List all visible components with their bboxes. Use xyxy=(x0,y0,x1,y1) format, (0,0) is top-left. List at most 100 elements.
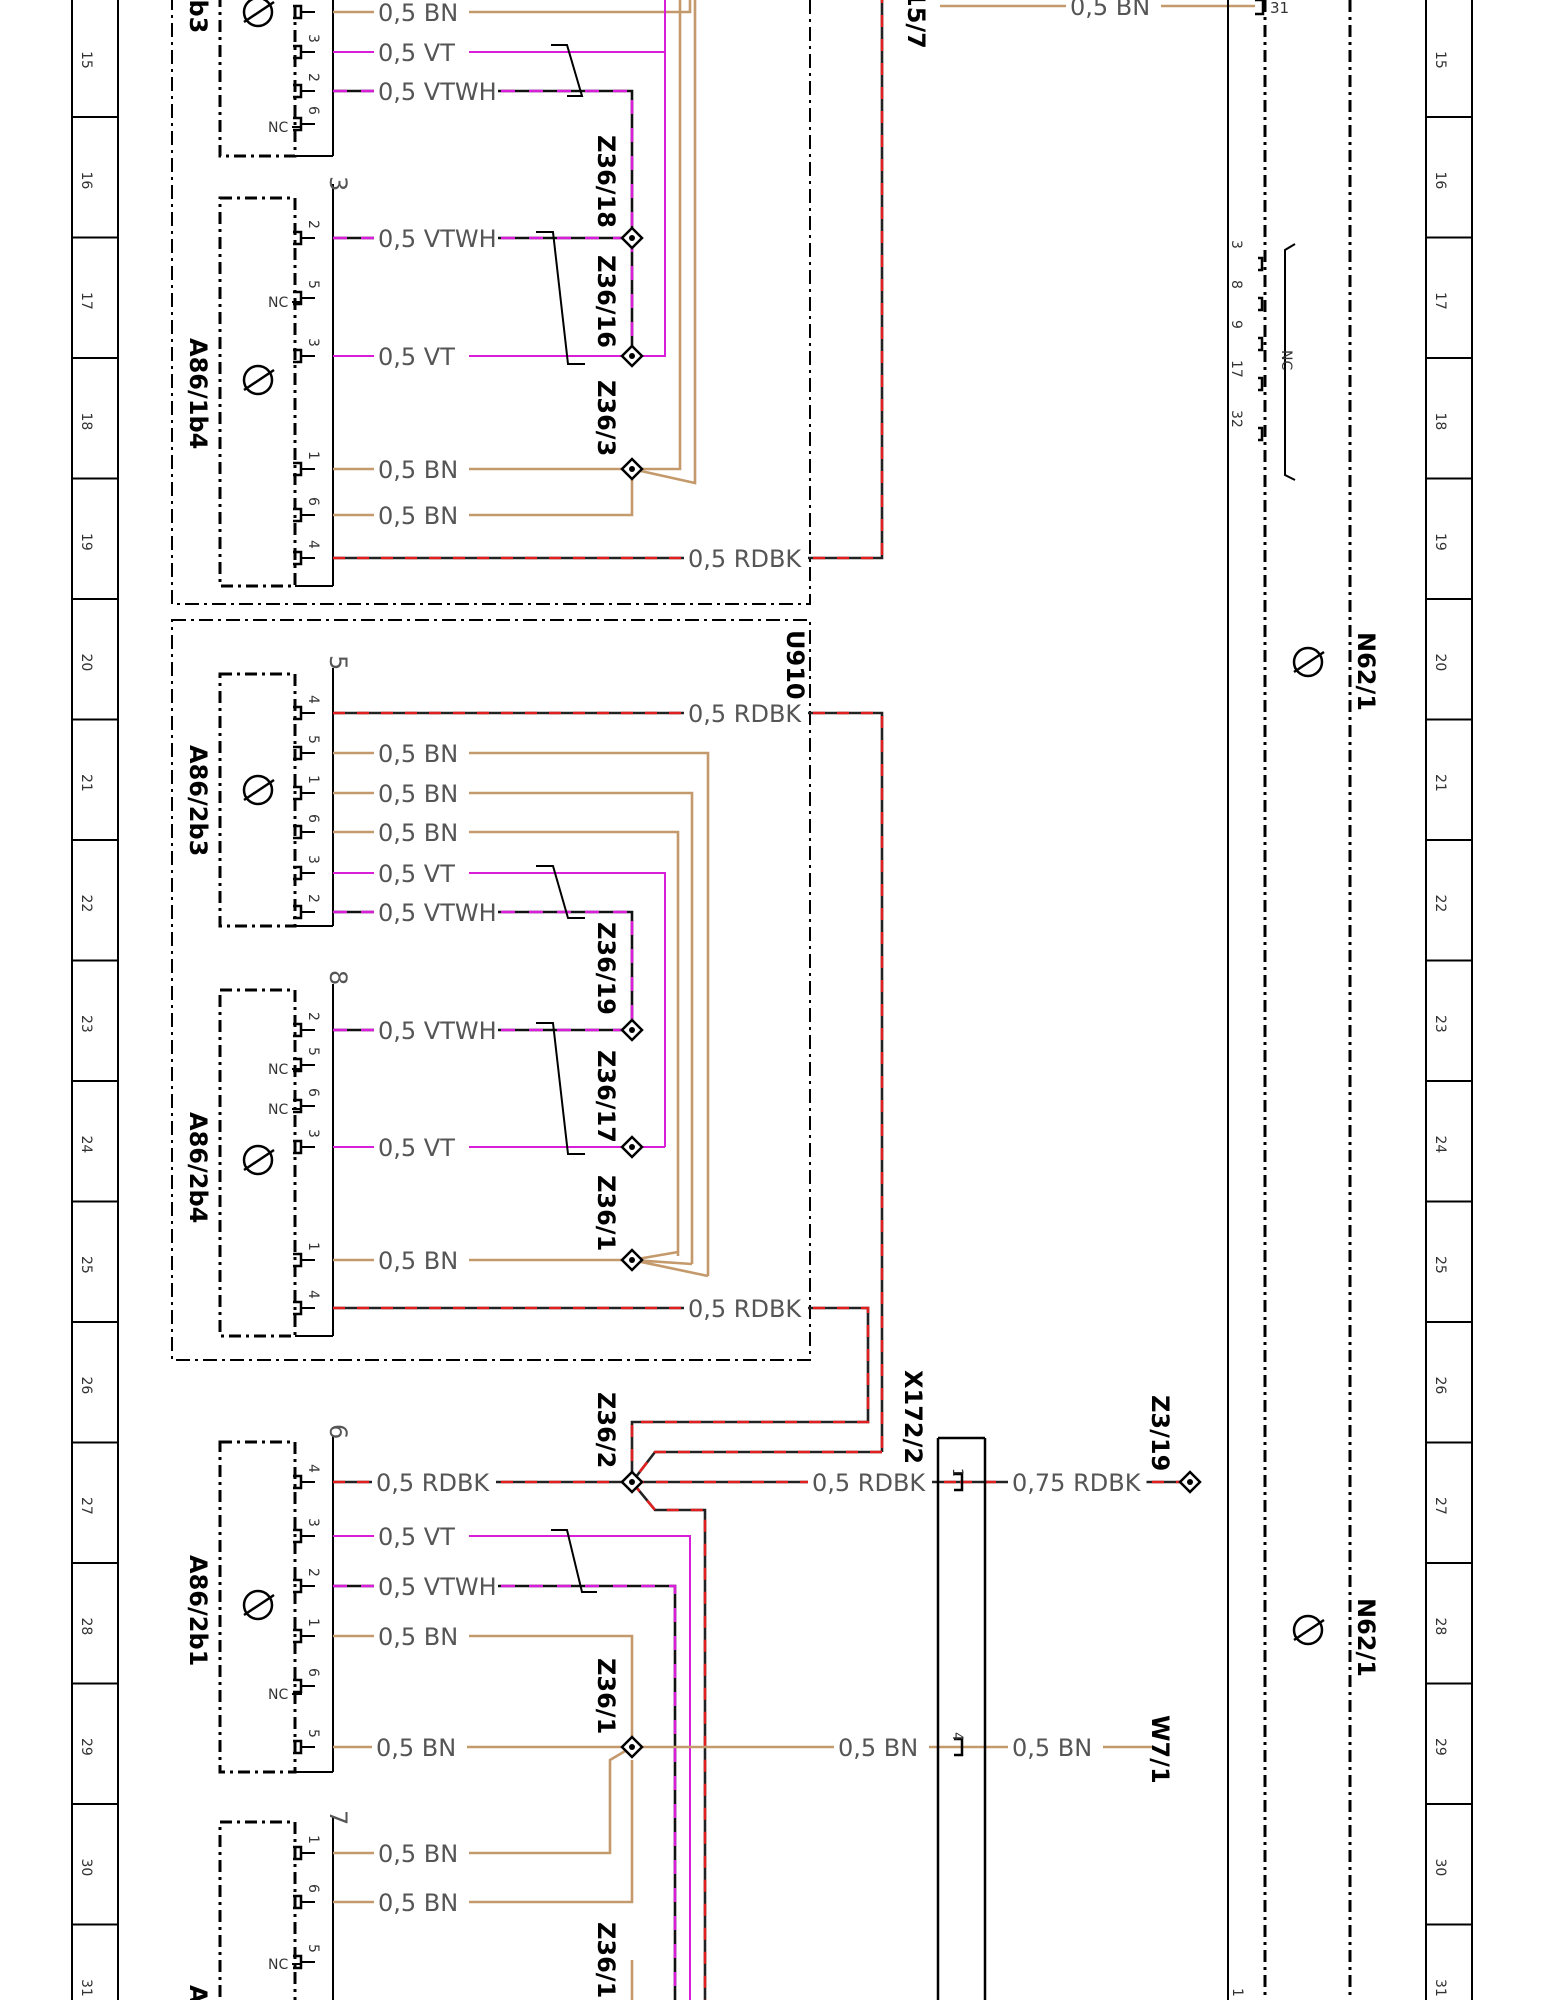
x172-pin-bottom: 1 xyxy=(1229,1988,1245,1997)
splice-z36-19: Z36/19 xyxy=(592,922,620,1015)
component-a86-2b1: A86/2b1 xyxy=(184,1555,212,1666)
pin-number: 5 xyxy=(305,735,321,744)
ruler-number: 26 xyxy=(78,1377,94,1395)
wire-label: 0,5 VT xyxy=(378,860,455,888)
wire-label: 0,5 BN xyxy=(378,819,458,847)
ruler-number: 16 xyxy=(78,172,94,190)
n62-pin-symbol xyxy=(1258,376,1264,392)
ruler-number: 17 xyxy=(78,292,94,310)
ruler-number: 22 xyxy=(1432,895,1448,913)
wire-label: 0,5 BN xyxy=(378,1247,458,1275)
wire-label-bg xyxy=(374,1839,469,1865)
wire-label: 0,5 RDBK xyxy=(688,545,802,573)
wire-label: 0,5 VT xyxy=(378,1134,455,1162)
wire-label: 0,5 BN xyxy=(378,1889,458,1917)
splice-dot xyxy=(629,1144,635,1150)
component-n62-1-top: N62/1 xyxy=(1352,632,1380,711)
wire-label-bg xyxy=(374,818,469,844)
ruler-number: 29 xyxy=(78,1738,94,1756)
ruler-number: 19 xyxy=(78,533,94,551)
wire-label-bg xyxy=(1008,1468,1147,1494)
wire-label: 0,5 BN xyxy=(1070,0,1150,21)
ruler-number: 15 xyxy=(78,51,94,69)
u910-label: U910 xyxy=(781,630,809,700)
pin-number: 1 xyxy=(305,775,321,784)
wire-label-bg xyxy=(374,1016,498,1042)
wire-label: 0,5 BN xyxy=(378,780,458,808)
connector-number-7: 7 xyxy=(324,1810,352,1825)
wire-label: 0,5 RDBK xyxy=(688,700,802,728)
wire-label-bg xyxy=(374,1246,469,1272)
wire-bn xyxy=(631,1258,709,1278)
ruler-number: 15 xyxy=(1432,51,1448,69)
ruler-number: 29 xyxy=(1432,1738,1448,1756)
u910-upper-box xyxy=(171,0,811,605)
component-x172-2: X172/2 xyxy=(899,1370,927,1464)
u910-lower-box xyxy=(171,619,811,1361)
ruler-number: 28 xyxy=(1432,1618,1448,1636)
wire-vtwh-stripe xyxy=(333,89,634,238)
component-n62-1-bottom: N62/1 xyxy=(1352,1598,1380,1677)
wire-label-bg xyxy=(374,224,498,250)
pin-number: 2 xyxy=(305,73,321,82)
wire-label-bg xyxy=(374,1522,469,1548)
pin-number: 3 xyxy=(305,855,321,864)
wire-label: 0,5 VTWH xyxy=(378,225,497,253)
wire-black xyxy=(551,44,584,97)
wire-black xyxy=(536,231,585,365)
wire-label: 0,5 BN xyxy=(378,1840,458,1868)
wire-label: 0,75 RDBK xyxy=(1012,1469,1142,1497)
ruler-number: 30 xyxy=(78,1859,94,1877)
wire-label-bg xyxy=(684,544,808,570)
pin-number: 3 xyxy=(305,1518,321,1527)
pin-number: 5 xyxy=(305,280,321,289)
ruler-number: 31 xyxy=(78,1979,94,1997)
splice-z36-16: Z36/16 xyxy=(592,255,620,348)
wire-label-bg xyxy=(374,898,498,924)
splice-dot xyxy=(629,353,635,359)
wire-label-bg xyxy=(374,779,469,805)
n62-pin-number: 3 xyxy=(1228,240,1244,249)
pin-number: 5 xyxy=(305,1729,321,1738)
wire-vtwh-stripe xyxy=(333,910,634,1030)
ruler-number: 24 xyxy=(78,1136,94,1154)
wire-label-bg xyxy=(374,1888,469,1914)
component-w7-1: W7/1 xyxy=(1146,1715,1174,1784)
n62-pin-symbol xyxy=(1258,296,1264,312)
wire-label: 0,5 VT xyxy=(378,39,455,67)
n62-pin31-symbol xyxy=(1255,0,1265,16)
wire-bn xyxy=(333,1760,634,1904)
wire-label: 0,5 BN xyxy=(378,1623,458,1651)
wire-label-bg xyxy=(374,77,498,103)
component-a86-2b4: A86/2b4 xyxy=(184,1112,212,1223)
nc-label: NC xyxy=(268,1687,288,1703)
wire-rdbk xyxy=(630,1481,707,2000)
wire-label: 0,5 VTWH xyxy=(378,899,497,927)
n62-nc-bracket xyxy=(1284,243,1296,481)
connector-number-3: 3 xyxy=(324,176,352,191)
wire-label: 0,5 VT xyxy=(378,1523,455,1551)
pin-number: 5 xyxy=(305,1944,321,1953)
wire-label-bg xyxy=(684,699,808,725)
splice-dot xyxy=(1187,1479,1193,1485)
splice-z36-3: Z36/3 xyxy=(592,380,620,456)
pin-number: 1 xyxy=(305,451,321,460)
pin-number: 1 xyxy=(305,1835,321,1844)
ruler-number: 30 xyxy=(1432,1859,1448,1877)
nc-label: NC xyxy=(268,1102,288,1118)
splice-z36-1a: Z36/1 xyxy=(592,1175,620,1251)
nc-label: NC xyxy=(268,295,288,311)
wire-label-bg xyxy=(372,1468,496,1494)
pin-number: 4 xyxy=(305,1290,321,1299)
component-bottom-partial: A xyxy=(184,1985,212,2000)
wire-label-bg xyxy=(374,1622,469,1648)
splice-z36-17: Z36/17 xyxy=(592,1050,620,1143)
n62-pin-symbol xyxy=(1258,426,1264,442)
wire-black xyxy=(536,1022,585,1155)
wire-label: 0,5 BN xyxy=(378,740,458,768)
splice-dot xyxy=(629,466,635,472)
hall-sensor-icon xyxy=(242,0,1325,1646)
